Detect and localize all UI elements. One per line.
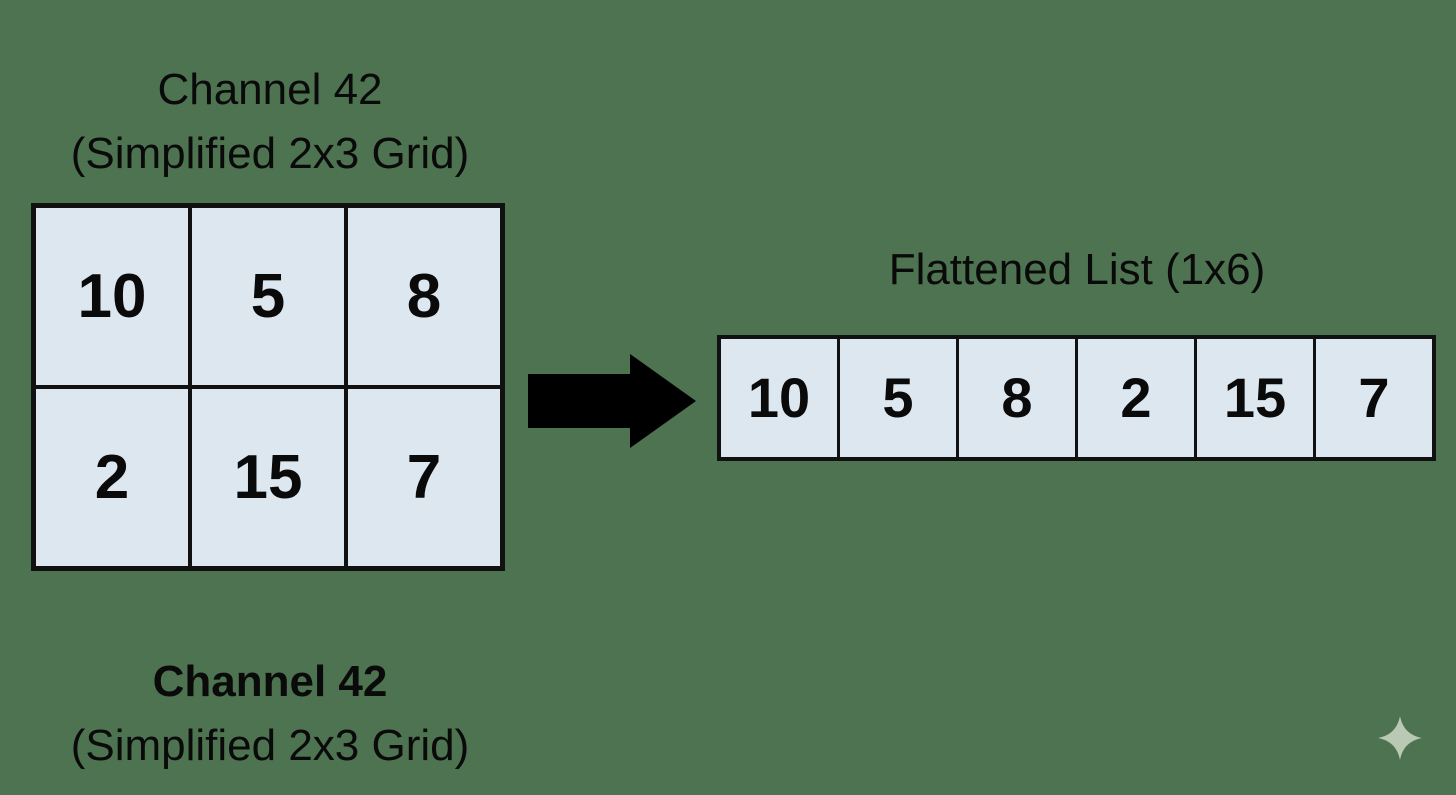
flattened-list-title: Flattened List (1x6) xyxy=(888,245,1266,294)
list-cell-5: 7 xyxy=(1316,339,1432,457)
list-cell-4: 15 xyxy=(1197,339,1313,457)
grid-cell-r1c1: 15 xyxy=(192,389,344,566)
grid-title-line2: (Simplified 2x3 Grid) xyxy=(70,128,470,178)
list-cell-0: 10 xyxy=(721,339,837,457)
bottom-caption: Channel 42 (Simplified 2x3 Grid) xyxy=(0,650,540,778)
arrow-right-icon xyxy=(528,354,696,448)
grid-cell-r1c2: 7 xyxy=(348,389,500,566)
sparkle-icon xyxy=(1378,716,1422,760)
flattened-list: 10 5 8 2 15 7 xyxy=(717,335,1436,461)
grid-cell-r0c2: 8 xyxy=(348,208,500,385)
list-cell-3: 2 xyxy=(1078,339,1194,457)
grid-cell-r0c1: 5 xyxy=(192,208,344,385)
list-cell-2: 8 xyxy=(959,339,1075,457)
list-cell-1: 5 xyxy=(840,339,956,457)
channel-grid: 10 5 8 2 15 7 xyxy=(31,203,505,571)
grid-cell-r1c0: 2 xyxy=(36,389,188,566)
grid-title-line1: Channel 42 xyxy=(157,65,383,114)
caption-line2: (Simplified 2x3 Grid) xyxy=(70,720,470,770)
grid-title: Channel 42 (Simplified 2x3 Grid) xyxy=(0,58,540,186)
caption-line1: Channel 42 xyxy=(152,657,388,706)
grid-cell-r0c0: 10 xyxy=(36,208,188,385)
